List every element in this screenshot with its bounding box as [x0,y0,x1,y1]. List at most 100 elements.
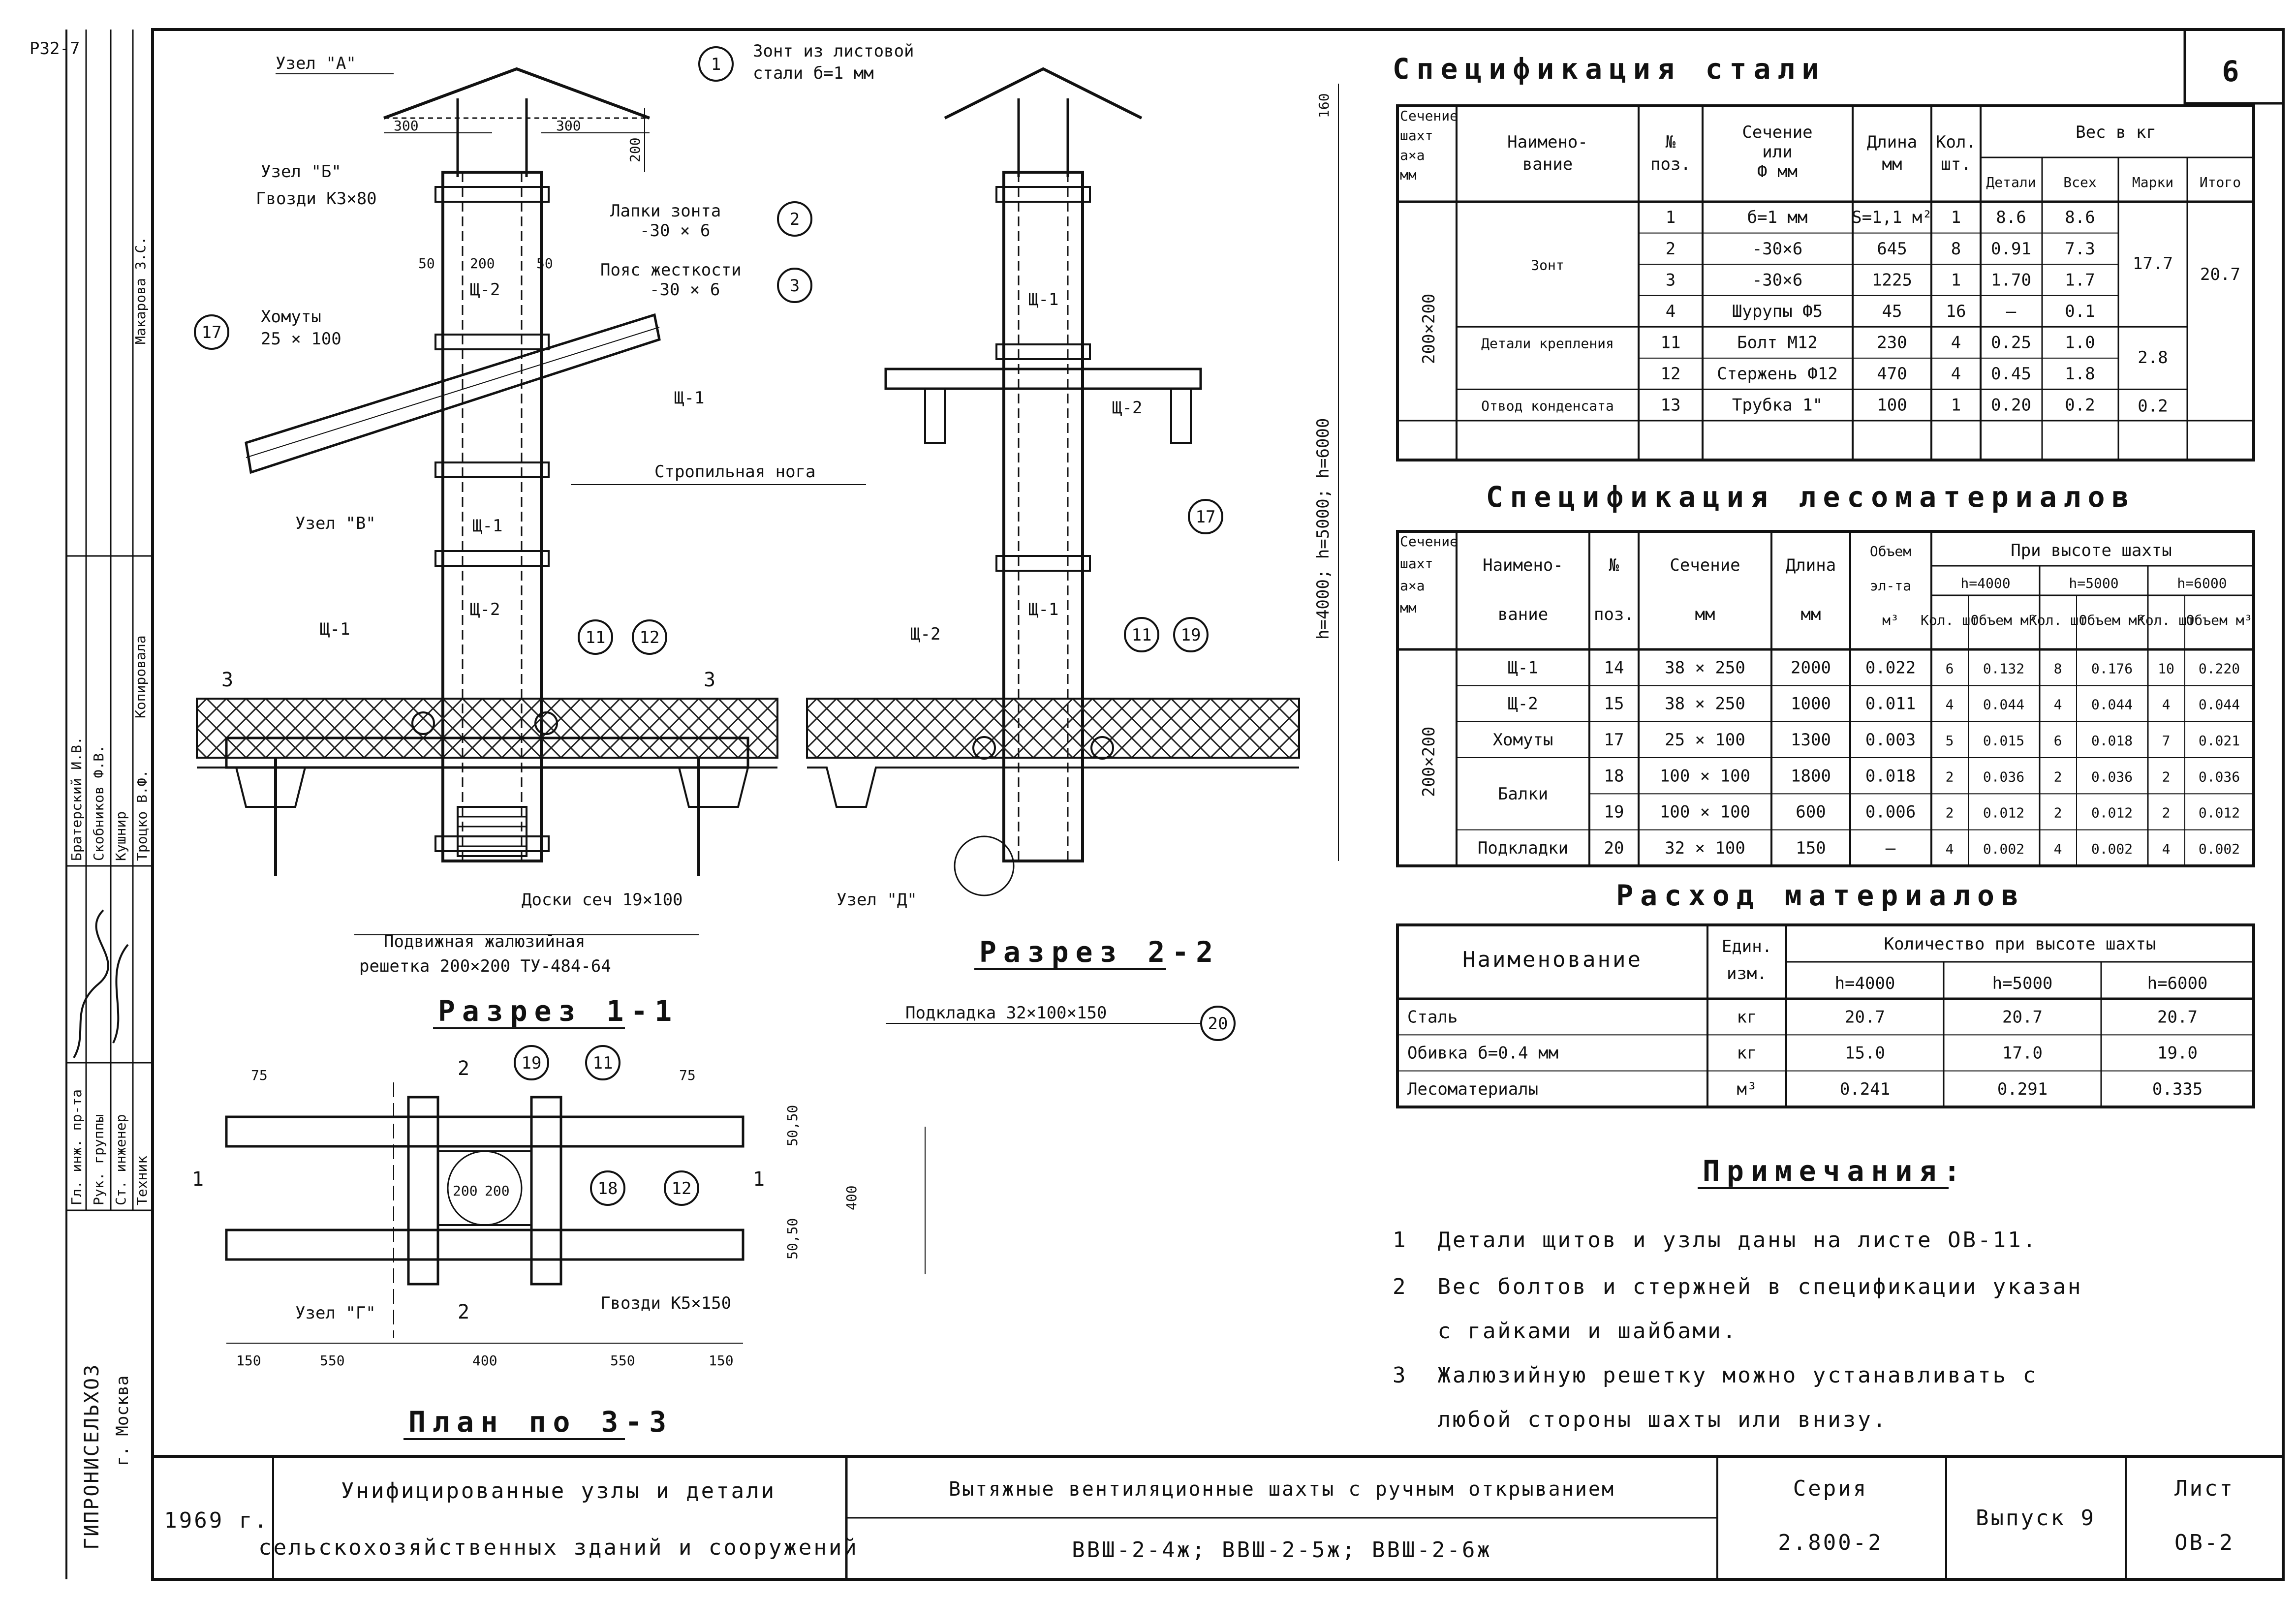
steel-row-detail-weight: 8.6 [1996,208,2026,227]
steel-row-pos: 13 [1661,396,1681,415]
steel-h-sec: Сечение [1742,123,1812,142]
steel-h-w-det: Детали [1986,174,2036,190]
materials-row-name: Сталь [1407,1007,1458,1027]
materials-h-h6000: h=6000 [2147,974,2208,993]
callout-18: 18 [590,1170,625,1206]
section-2-2-drawing [806,67,1339,896]
steel-row-qty: 8 [1951,239,1961,259]
materials-h-name: Наименование [1462,947,1643,972]
steel-row-detail-weight: — [2006,302,2017,321]
plan-3-3-drawing [225,1082,926,1344]
title-series-label: Серия [1793,1476,1868,1501]
dim-plan-150-left: 150 [236,1352,261,1369]
wood-spec-table: Спецификация лесоматериалов [1396,480,2255,867]
steel-row-name: Зонт [1531,257,1564,274]
callout-19-b: 19 [514,1045,549,1080]
wood-row-height-value: 0.002 [2091,841,2133,857]
steel-row-pos: 4 [1666,302,1675,321]
wood-h-h4000: h=4000 [1960,575,2010,591]
wood-row-height-value: 0.002 [1983,841,2024,857]
dim-plan-5050-top: 50,50 [784,1105,801,1146]
title-main-1: Вытяжные вентиляционные шахты с ручным о… [949,1478,1615,1501]
wood-row-height-value: 4 [2162,697,2171,713]
label-gvozdi-plan: Гвозди К5×150 [600,1293,731,1313]
dim-plan-200-a: 200 [453,1183,478,1199]
materials-row-unit: кг [1737,1007,1757,1027]
materials-row-unit: м³ [1737,1079,1757,1099]
steel-h-w-mark: Марки [2132,174,2173,190]
steel-h-section-3: a×a [1400,147,1425,163]
organization-name: ГИПРОНИСЕЛЬХОЗ [81,1363,103,1550]
wood-h-section-3: a×a [1400,578,1425,594]
materials-row-value: 0.291 [1997,1079,2048,1099]
steel-spec-table: Спецификация стали [1393,52,2255,461]
drawn-by: Макарова З.С. [132,237,149,344]
dim-plan-75-right: 75 [679,1067,696,1083]
steel-row-qty: 16 [1946,302,1966,321]
callout-19-a: 19 [1173,617,1209,652]
wood-group-section: 200×200 [1419,727,1439,797]
steel-row-qty: 4 [1951,333,1961,353]
label-sh2-2-2-b: Щ-2 [910,624,940,644]
role-4: Техник [134,1156,150,1205]
section-marker-2-bottom: 2 [458,1301,471,1323]
steel-row-qty: 4 [1951,364,1961,384]
wood-row-height-value: 0.036 [2091,768,2133,785]
signature-scribbles [73,909,129,1059]
wood-row-length: 1800 [1791,766,1831,786]
wood-h-qty-3: Кол. шт [2137,612,2195,628]
wood-row-pos: 19 [1604,802,1624,822]
steel-row-pos: 3 [1666,270,1675,290]
note-line-2: 2 Вес болтов и стержней в спецификации у… [1393,1274,2083,1299]
steel-row-qty: 1 [1951,396,1961,415]
note-line-3: с гайками и шайбами. [1393,1319,1738,1344]
wood-row-height-value: 4 [1946,841,1954,857]
dim-200-vert: 200 [627,137,643,162]
callout-20: 20 [1200,1006,1236,1041]
materials-row-unit: кг [1737,1044,1757,1063]
sheet-frame [151,28,2285,1581]
steel-row-pos: 11 [1661,333,1681,353]
label-homuty: Хомуты [261,307,321,327]
wood-row-length: 150 [1796,838,1826,858]
svg-text:19: 19 [1181,625,1201,645]
dim-plan-200-b: 200 [485,1183,510,1199]
callout-12-a: 12 [632,619,667,655]
callout-11-b: 11 [1124,617,1159,652]
steel-row-all-weight: 1.0 [2065,333,2095,353]
materials-table: Расход материалов [1396,879,2255,1108]
wood-row-section: 38 × 250 [1665,658,1745,677]
wood-row-height-value: 2 [1946,805,1954,821]
steel-row-length: 645 [1877,239,1907,259]
role-3: Ст. инженер [113,1114,129,1205]
wood-row-name: Хомуты [1493,730,1553,750]
steel-row-section: Стержень Ф12 [1717,364,1838,384]
steel-row-length: 230 [1877,333,1907,353]
steel-group-section: 200×200 [1419,294,1439,364]
steel-h-pos-2: поз. [1650,154,1691,174]
wood-row-section: 100 × 100 [1660,802,1750,822]
steel-row-pos: 1 [1666,208,1675,227]
callout-11-c: 11 [585,1045,621,1080]
wood-h-vol-2: эл-та [1870,578,1911,594]
label-uzel-d: Узел "Д" [837,890,917,910]
dim-plan-5050-bottom: 50,50 [784,1218,801,1260]
name-2: Скобников Ф.В. [91,745,107,861]
wood-row-pos: 17 [1604,730,1624,750]
wood-row-length: 1000 [1791,694,1831,714]
title-project-1: Унифицированные узлы и детали [341,1478,776,1504]
label-stropilnaya: Стропильная нога [654,462,816,482]
city: г. Москва [113,1376,132,1466]
dim-plan-150-right: 150 [709,1352,734,1369]
steel-row-length: 45 [1882,302,1902,321]
steel-row-all-weight: 0.1 [2065,302,2095,321]
svg-text:17: 17 [1196,507,1216,527]
steel-h-len: Длина [1867,132,1917,152]
wood-row-name: Балки [1498,784,1548,804]
dim-50-left: 50 [418,255,435,272]
wood-row-height-value: 0.044 [1983,697,2024,713]
sheet-number-box [2183,28,2285,105]
callout-11-a: 11 [578,619,613,655]
